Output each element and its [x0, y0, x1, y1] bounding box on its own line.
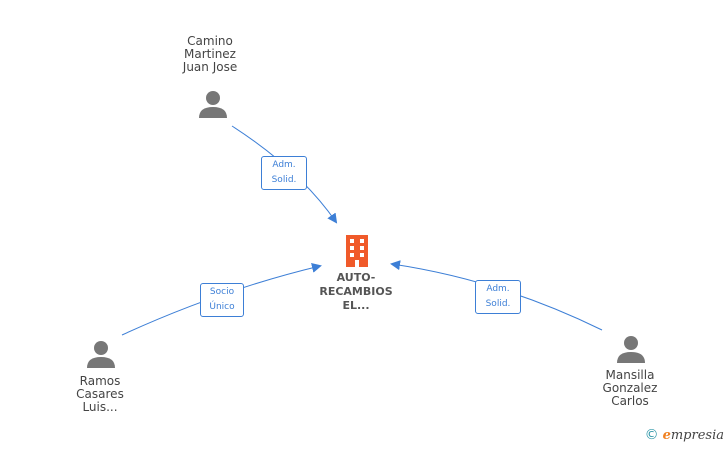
person-name-mansilla[interactable]: Mansilla Gonzalez Carlos — [570, 369, 690, 408]
brand-logo-text: mpresia — [670, 428, 724, 443]
brand-watermark: ©empresia — [645, 427, 724, 443]
brand-logo-e: e — [662, 428, 671, 443]
person-name-camino[interactable]: Camino Martinez Juan Jose — [150, 35, 270, 74]
person-name-line: Juan Jose — [182, 60, 238, 74]
company-name-line: AUTO- — [336, 271, 376, 284]
person-name-line: Ramos — [79, 374, 121, 388]
role-badge[interactable]: Adm. Solid. — [475, 280, 521, 314]
company-name-line: EL... — [342, 299, 370, 312]
role-badge-line: Socio — [209, 287, 235, 297]
person-icon[interactable] — [616, 334, 646, 364]
person-name-ramos[interactable]: Ramos Casares Luis... — [40, 375, 160, 414]
person-icon[interactable] — [86, 339, 116, 369]
role-badge[interactable]: Adm. Solid. — [261, 156, 307, 190]
company-name[interactable]: AUTO- RECAMBIOS EL... — [300, 271, 412, 313]
person-icon[interactable] — [198, 89, 228, 119]
person-name-line: Casares — [76, 387, 124, 401]
person-name-line: Carlos — [611, 394, 649, 408]
role-badge-line: Adm. — [486, 284, 510, 294]
role-badge[interactable]: Socio Único — [200, 283, 244, 317]
person-name-line: Luis... — [82, 400, 118, 414]
company-name-line: RECAMBIOS — [319, 285, 393, 298]
building-icon — [346, 235, 368, 267]
role-badge-line: Solid. — [485, 299, 511, 309]
role-badge-line: Único — [209, 302, 235, 312]
person-name-line: Martinez — [184, 47, 236, 61]
copyright-icon: © — [644, 427, 659, 443]
person-name-line: Mansilla — [605, 368, 655, 382]
person-name-line: Camino — [187, 34, 233, 48]
role-badge-line: Solid. — [271, 175, 297, 185]
person-name-line: Gonzalez — [602, 381, 658, 395]
role-badge-line: Adm. — [272, 160, 296, 170]
